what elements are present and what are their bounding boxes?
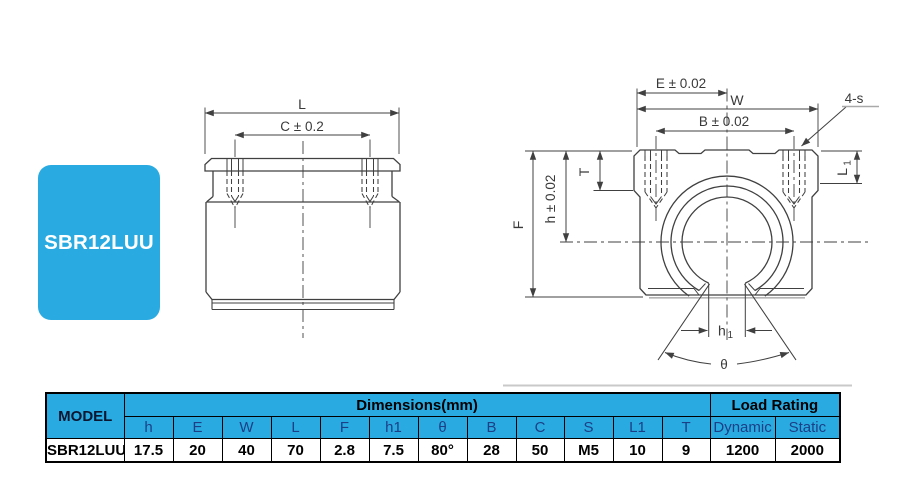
cell-h1: 7.5	[368, 438, 419, 463]
col-h: h	[123, 416, 174, 439]
cell-B: 28	[466, 438, 517, 463]
dim-label-4s: 4-s	[845, 91, 864, 106]
col-C: C	[515, 416, 565, 439]
dim-label-E: E ± 0.02	[656, 76, 706, 91]
col-dynamic: Dynamic	[709, 416, 776, 439]
col-E: E	[172, 416, 223, 439]
col-L1: L1	[612, 416, 663, 439]
load-rating-header: Load Rating	[709, 392, 841, 417]
cell-E: 20	[172, 438, 223, 463]
side-view	[204, 107, 401, 338]
col-theta: θ	[417, 416, 468, 439]
cell-h: 17.5	[123, 438, 174, 463]
col-S: S	[563, 416, 614, 439]
dimensions-header: Dimensions(mm)	[123, 392, 711, 417]
model-header: MODEL	[45, 392, 125, 439]
dim-label-W: W	[730, 92, 744, 108]
cell-W: 40	[221, 438, 272, 463]
cell-L: 70	[270, 438, 321, 463]
dim-label-h1: h	[718, 323, 726, 339]
model-badge: SBR12LUU	[38, 165, 160, 320]
dim-label-L1-sub: 1	[843, 160, 854, 166]
col-T: T	[661, 416, 711, 439]
cell-F: 2.8	[319, 438, 370, 463]
cell-static: 2000	[774, 438, 841, 463]
cell-S: M5	[563, 438, 614, 463]
cell-theta: 80°	[417, 438, 468, 463]
dim-label-h: h ± 0.02	[543, 175, 558, 224]
dim-label-theta: θ	[720, 357, 728, 372]
front-view	[503, 88, 879, 387]
cell-C: 50	[515, 438, 565, 463]
col-W: W	[221, 416, 272, 439]
dim-label-T: T	[576, 167, 592, 176]
table-row: SBR12LUU 17.5 20 40 70 2.8 7.5 80° 28 50…	[45, 438, 841, 463]
col-h1: h1	[368, 416, 419, 439]
dim-label-B: B ± 0.02	[699, 114, 749, 129]
cell-T: 9	[661, 438, 711, 463]
dim-label-F: F	[510, 221, 526, 230]
dim-label-L: L	[298, 96, 306, 112]
dim-label-h1-sub: 1	[728, 330, 734, 341]
col-static: Static	[774, 416, 841, 439]
spec-table: MODEL Dimensions(mm) Load Rating h E W L…	[45, 392, 842, 463]
col-B: B	[466, 416, 517, 439]
cell-L1: 10	[612, 438, 663, 463]
dim-label-C: C ± 0.2	[280, 119, 323, 134]
cell-dynamic: 1200	[709, 438, 776, 463]
cell-model: SBR12LUU	[45, 438, 125, 463]
col-F: F	[319, 416, 370, 439]
col-L: L	[270, 416, 321, 439]
model-badge-label: SBR12LUU	[44, 230, 154, 254]
dim-label-L1: L	[834, 168, 850, 176]
